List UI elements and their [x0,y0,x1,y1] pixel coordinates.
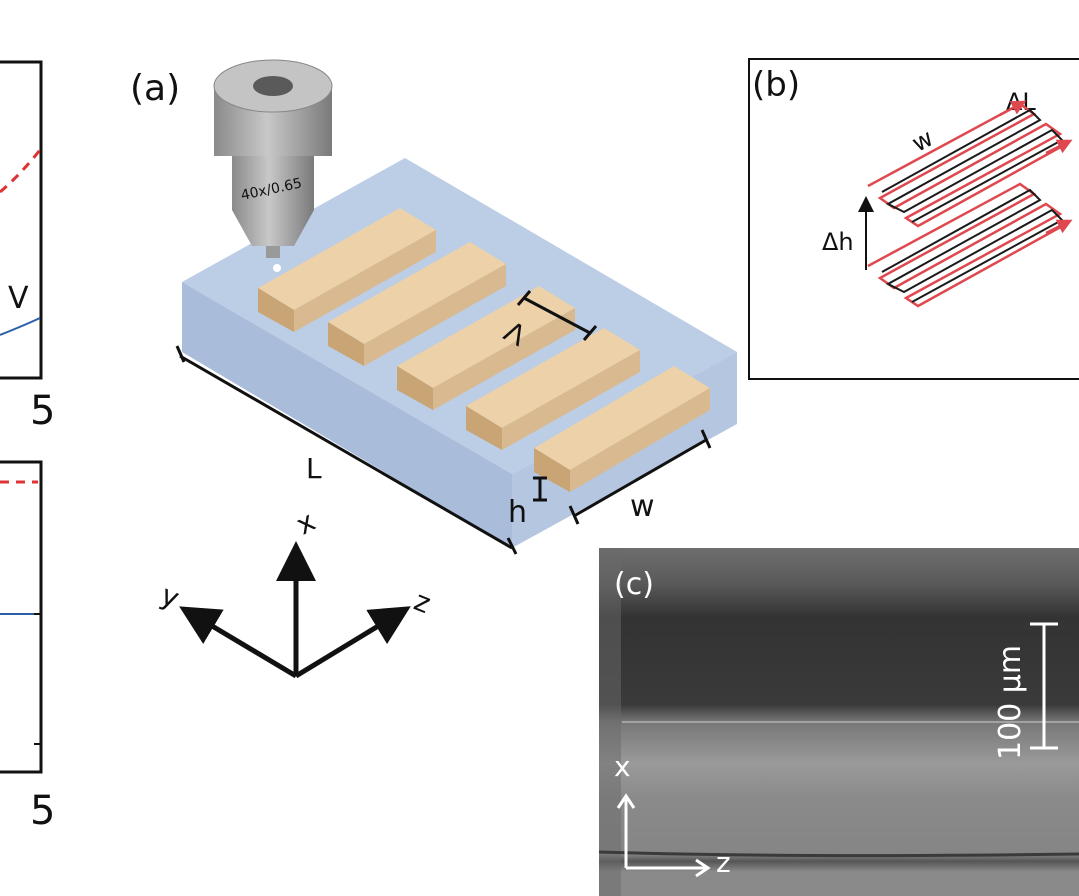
waveguide-bar [258,208,436,332]
delta-h-label: Δh [822,228,854,256]
sem-axes: x z [614,750,731,879]
top-plot-frame [0,60,43,380]
objective-body [232,156,314,210]
sem-x-label: x [614,750,631,783]
length-dimension: L [175,345,518,555]
upper-scan-path [867,100,1073,228]
x-axis-label: x [291,505,321,542]
left-plot-fragment: V 5 5 [0,60,55,834]
objective-lens: 40x/0.65 [213,59,333,272]
waveguide-bar [534,366,710,492]
objective-tip [232,210,314,246]
width-label: w [630,489,655,524]
height-dimension: h [508,476,547,530]
black-scan-path [881,108,1064,223]
height-label: h [508,495,527,530]
waveguide-bars [258,208,710,492]
panel-c-label: (c) [614,567,654,602]
curve-mark: V [8,281,29,316]
coordinate-axes: x y z [156,505,435,679]
red-dashed-curve [0,149,42,194]
scale-bar-label: 100 µm [993,645,1028,760]
panel-a: (a) [130,59,737,679]
scale-bar: 100 µm [993,622,1058,760]
black-scan-path [881,188,1064,303]
panel-a-label: (a) [130,68,180,109]
waveguide-bar [466,328,640,450]
width-dimension: w [568,429,712,525]
y-axis-label: y [156,578,184,615]
waveguide-bar [397,286,575,410]
objective-aperture [253,76,293,96]
panel-b: (b) w ΔL Δh [748,58,1079,380]
laser-focus [273,264,281,272]
blue-curve [0,317,41,336]
bottom-plot-frame [0,460,43,774]
substrate-front-face [182,282,512,548]
panel-b-label: (b) [752,65,800,105]
panel-c: (c) 100 µm x z [598,548,1079,896]
z-axis-arrow [294,606,411,679]
z-axis-label: z [409,584,435,620]
length-label: L [306,452,322,485]
waveguide-bar [328,242,506,366]
y-axis-arrow [179,606,298,679]
bottom-plot-tick: 5 [30,788,55,834]
lower-scan-path [867,182,1073,308]
top-plot-tick: 5 [30,388,55,434]
sem-z-label: z [716,846,731,879]
substrate-edge [598,850,1079,858]
